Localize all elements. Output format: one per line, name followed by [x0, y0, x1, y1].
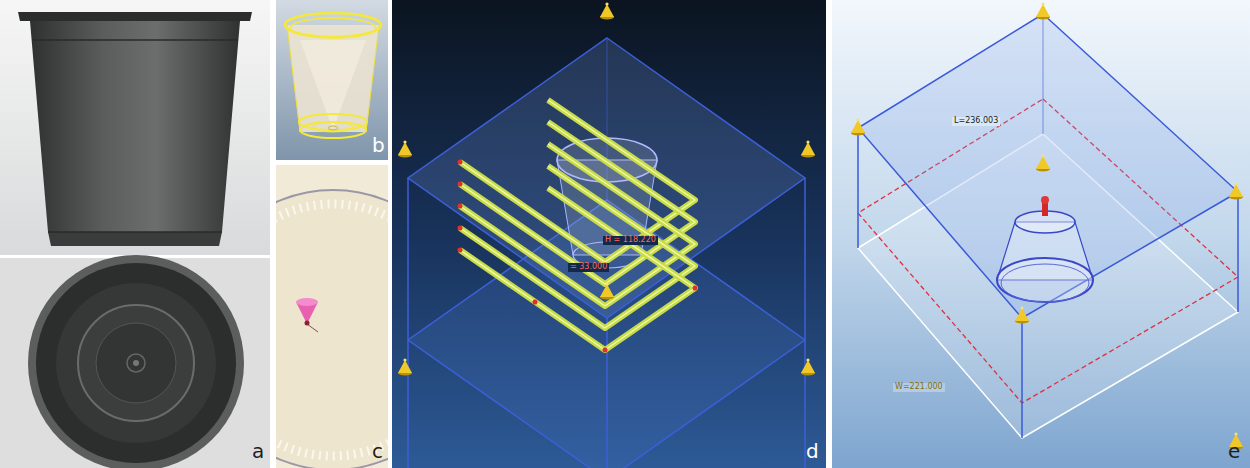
- wire-base: [313, 122, 353, 132]
- panel-b: [276, 0, 388, 160]
- cup-inside: [56, 283, 216, 443]
- cup-body: [30, 21, 240, 232]
- channel: [460, 188, 695, 350]
- cooling-channels: [460, 100, 695, 350]
- locator-cone: [1036, 154, 1050, 171]
- cup-band: [32, 39, 238, 41]
- panel-ground: [0, 258, 270, 468]
- dimension-label: L=236.003: [952, 117, 1000, 126]
- channel: [460, 166, 695, 328]
- panel-letter: d: [806, 440, 819, 462]
- mold-edge: [606, 318, 608, 468]
- channel: [460, 166, 695, 328]
- rim-band: [276, 204, 388, 456]
- dimension-label: H = 118.220: [603, 236, 658, 245]
- mold-edge: [804, 178, 806, 468]
- panel-letter: a: [252, 440, 264, 462]
- mold-top-face: [858, 14, 1238, 318]
- panel-d: [392, 0, 826, 468]
- locator-cone: [398, 140, 412, 157]
- wire-rim: [285, 13, 381, 37]
- panel-ground: [276, 0, 388, 160]
- panel-a-side: [0, 0, 270, 255]
- mold-edge: [407, 178, 409, 468]
- gate-pin: [307, 324, 318, 332]
- wire-base: [300, 122, 366, 138]
- gate-cone: [296, 298, 318, 306]
- mold-plate-face: [408, 200, 805, 468]
- mold-edge: [857, 128, 859, 248]
- panel-letter: e: [1228, 440, 1240, 462]
- mold-top-face: [408, 38, 805, 318]
- channel: [460, 122, 695, 284]
- locator-cone: [1015, 306, 1029, 323]
- channel: [460, 100, 695, 262]
- cup-ghost-rim: [1001, 264, 1089, 302]
- cup-floor-view: [276, 190, 388, 468]
- channel: [460, 122, 695, 284]
- gate-mark: [127, 354, 145, 372]
- sprue-pin: [1041, 196, 1049, 204]
- gate-mark: [133, 360, 139, 366]
- mold-edge: [1021, 318, 1023, 438]
- channel: [460, 188, 695, 350]
- cup-inside: [36, 263, 236, 463]
- panel-a-top: [0, 255, 270, 468]
- cup-ghost-rim: [997, 258, 1093, 302]
- cup-wire-body: [287, 25, 379, 132]
- dimension-label: W=221.000: [893, 383, 945, 392]
- locator-cone: [1036, 2, 1050, 19]
- channel: [460, 144, 695, 306]
- wire-edge: [366, 25, 379, 132]
- locator-cone: [801, 140, 815, 157]
- cup-floor: [96, 323, 176, 403]
- locator-cone: [801, 358, 815, 375]
- wire-edge: [287, 25, 300, 132]
- cup-base: [48, 232, 222, 246]
- panel-letter: c: [372, 440, 383, 462]
- panel-letter: b: [372, 134, 385, 156]
- cup-rim: [18, 12, 252, 21]
- cup-floor-ring: [78, 305, 194, 421]
- gate-point: [305, 321, 310, 326]
- mold-edge: [1043, 14, 1044, 134]
- locator-cone: [1229, 182, 1243, 199]
- panel-ground: [0, 0, 270, 255]
- wire-rim: [290, 18, 376, 38]
- cup-band: [48, 231, 222, 233]
- dimension-label: = 33.000: [568, 263, 609, 272]
- panel-ground: [832, 0, 1250, 468]
- wire-gate: [328, 126, 338, 130]
- locator-cone: [851, 118, 865, 135]
- locator-cone: [600, 282, 614, 299]
- locator-cone: [398, 358, 412, 375]
- locator-cone: [600, 2, 614, 19]
- mold-edge: [1237, 192, 1239, 312]
- panel-e: [832, 0, 1250, 468]
- channel-ends: [458, 160, 698, 353]
- channel: [460, 144, 695, 306]
- cup-shade: [300, 40, 366, 130]
- channel: [460, 100, 695, 262]
- cup-rim-top: [28, 255, 244, 468]
